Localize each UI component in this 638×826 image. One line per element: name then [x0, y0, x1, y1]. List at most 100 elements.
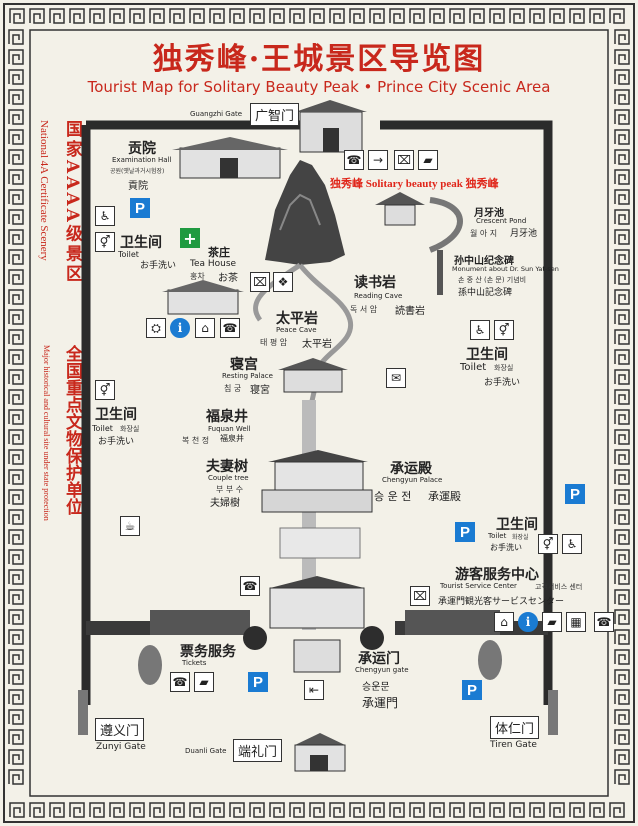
car-icon[interactable]: ▰ [194, 672, 214, 692]
fret-key [529, 802, 545, 818]
toilet-left-top-cn[interactable]: 卫生间 [120, 235, 162, 251]
accessible-icon[interactable]: ♿ [470, 320, 490, 340]
trash-icon[interactable]: ⌧ [250, 272, 270, 292]
parking-icon[interactable]: P [130, 198, 150, 218]
fret-key [8, 69, 24, 85]
fret-key [609, 802, 625, 818]
exit-icon[interactable]: → [368, 150, 388, 170]
locker-icon[interactable]: ▦ [566, 612, 586, 632]
fret-key [614, 629, 630, 645]
phone-icon[interactable]: ☎ [170, 672, 190, 692]
info-icon[interactable]: i [170, 318, 190, 338]
stone-lion-left [138, 645, 162, 685]
toilet-icon[interactable]: ⚥ [95, 380, 115, 400]
monument-cn[interactable]: 孙中山纪念碑 [454, 256, 514, 267]
toilet-icon[interactable]: ⚥ [538, 534, 558, 554]
first-aid-icon[interactable]: + [180, 228, 200, 248]
couple-tree-cn[interactable]: 夫妻树 [206, 459, 248, 475]
fret-key [529, 8, 545, 24]
fret-key [569, 8, 585, 24]
fret-key [8, 349, 24, 365]
service-center-jp: 承運門観光客サービスセンター [438, 597, 565, 607]
peak-overlay-label: 独秀峰 Solitary beauty peak 独秀峰 [330, 178, 499, 190]
chengyun-palace-cn[interactable]: 承运殿 [390, 461, 432, 477]
guangzhi-gate-building [295, 100, 367, 153]
fret-key [189, 802, 205, 818]
phone-icon[interactable]: ☎ [240, 576, 260, 596]
toilet-left-mid-cn[interactable]: 卫生间 [95, 407, 137, 423]
fret-key [449, 802, 465, 818]
crescent-pond-cn[interactable]: 月牙池 [474, 208, 504, 219]
toilet-right-low-cn[interactable]: 卫生间 [496, 517, 538, 533]
fret-key [614, 709, 630, 725]
fret-key [614, 349, 630, 365]
reading-cave-cn[interactable]: 读书岩 [354, 275, 396, 291]
info-icon[interactable]: i [518, 612, 538, 632]
fret-key [614, 169, 630, 185]
toilet-icon[interactable]: ⚥ [494, 320, 514, 340]
gift-shop-icon[interactable]: ⌂ [494, 612, 514, 632]
fret-key [8, 509, 24, 525]
peace-cave-cn[interactable]: 太平岩 [276, 311, 318, 327]
chengyun-gate-cn[interactable]: 承运门 [358, 651, 400, 667]
fret-key [609, 8, 625, 24]
chengyun-gate-jp: 承運門 [362, 696, 399, 710]
gift-icon[interactable]: ❖ [273, 272, 293, 292]
fret-key [8, 689, 24, 705]
fret-key [89, 802, 105, 818]
service-center-cn[interactable]: 游客服务中心 [455, 567, 539, 583]
heritage-en: Major historical and cultural site under… [42, 345, 51, 521]
restaurant-icon[interactable]: ☕ [120, 516, 140, 536]
fret-key [29, 8, 45, 24]
rest-area-icon[interactable]: ⛭ [146, 318, 166, 338]
tiren-gate-sign[interactable]: 体仁门 [490, 716, 540, 739]
chengyun-palace-jp: 承運殿 [428, 490, 461, 503]
toilet-right-top-cn[interactable]: 卫生间 [466, 347, 508, 363]
duanli-gate-building [294, 733, 346, 772]
parking-icon[interactable]: P [462, 680, 482, 700]
guangzhi-gate-sign[interactable]: 广智门 [250, 103, 300, 126]
fret-key [614, 449, 630, 465]
peace-cave-en: Peace Cave [276, 326, 317, 334]
toilet-icon[interactable]: ⚥ [95, 232, 115, 252]
tickets-cn[interactable]: 票务服务 [180, 644, 236, 660]
fret-key [8, 249, 24, 265]
chengyun-gate-ko: 승운문 [362, 682, 390, 693]
fret-key [309, 802, 325, 818]
mail-icon[interactable]: ✉ [386, 368, 406, 388]
phone-icon[interactable]: ☎ [344, 150, 364, 170]
gift-shop-icon[interactable]: ⌂ [195, 318, 215, 338]
trash-icon[interactable]: ⌧ [410, 586, 430, 606]
toilet-right-top-en: Toilet [460, 362, 487, 373]
fuquan-well-cn[interactable]: 福泉井 [206, 409, 248, 425]
tea-house-cn[interactable]: 茶庄 [208, 246, 230, 259]
fret-key [269, 8, 285, 24]
fret-key [289, 802, 305, 818]
fret-key [289, 8, 305, 24]
phone-icon[interactable]: ☎ [594, 612, 614, 632]
fret-key [589, 802, 605, 818]
couple-tree-jp: 夫婦樹 [210, 498, 240, 509]
fret-key [8, 769, 24, 785]
chengyun-gate-building [269, 576, 365, 673]
accessible-icon[interactable]: ♿ [95, 206, 115, 226]
accessible-icon[interactable]: ♿ [562, 534, 582, 554]
resting-palace-cn[interactable]: 寝宫 [230, 357, 258, 373]
exam-hall-cn[interactable]: 贡院 [128, 141, 156, 157]
parking-icon[interactable]: P [455, 522, 475, 542]
zunyi-gate-sign[interactable]: 遵义门 [95, 718, 145, 741]
fret-key [614, 209, 630, 225]
heritage-cn: 全国重点文物保护单位 [62, 345, 82, 515]
phone-icon[interactable]: ☎ [220, 318, 240, 338]
duanli-gate-sign[interactable]: 端礼门 [233, 739, 283, 762]
tea-house-jp: お茶 [218, 273, 238, 284]
parking-icon[interactable]: P [565, 484, 585, 504]
fret-key [49, 802, 65, 818]
car-icon[interactable]: ▰ [542, 612, 562, 632]
car-icon[interactable]: ▰ [418, 150, 438, 170]
trash-icon[interactable]: ⌧ [394, 150, 414, 170]
fret-key [229, 8, 245, 24]
parking-icon[interactable]: P [248, 672, 268, 692]
exit-icon[interactable]: ⇤ [304, 680, 324, 700]
